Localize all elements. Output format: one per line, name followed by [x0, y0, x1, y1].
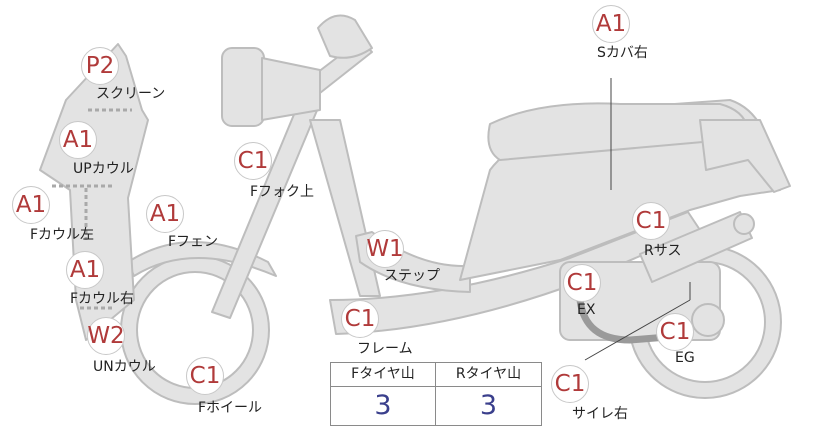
f-fork-upper-label: Fフォク上 [250, 184, 315, 200]
frame-label: フレーム [357, 341, 413, 357]
engine-label: EG [675, 350, 695, 366]
un-cowl-label: UNカウル [93, 359, 156, 375]
f-cowl-left-label: Fカウル左 [30, 227, 95, 243]
f-fender-grade-badge: A1 [146, 195, 184, 233]
f-wheel-label: Fホイール [198, 400, 263, 416]
screen-grade-badge: P2 [81, 47, 119, 85]
frame-grade-badge: C1 [341, 300, 379, 338]
up-cowl-label: UPカウル [73, 161, 134, 177]
engine-grade-badge: C1 [656, 313, 694, 351]
f-fender-label: Fフェン [168, 234, 219, 250]
screen-label: スクリーン [96, 86, 166, 102]
exhaust-grade-badge: C1 [563, 264, 601, 302]
step-grade-badge: W1 [366, 230, 404, 268]
f-cowl-right-label: Fカウル右 [70, 291, 135, 307]
rear-tire-value: 3 [479, 390, 498, 421]
s-cover-right-grade-badge: A1 [592, 5, 630, 43]
front-tire-header: Fタイヤ山 [331, 363, 435, 387]
up-cowl-grade-badge: A1 [59, 121, 97, 159]
headlight [221, 47, 265, 127]
f-cowl-right-grade-badge: A1 [66, 251, 104, 289]
rear-tire-header: Rタイヤ山 [436, 363, 541, 387]
step-label: ステップ [384, 268, 440, 284]
rear-tire-column: Rタイヤ山 3 [436, 363, 541, 425]
tire-tread-table: Fタイヤ山 3 Rタイヤ山 3 [330, 362, 542, 426]
seat [487, 102, 750, 161]
muffler-right-grade-badge: C1 [551, 365, 589, 403]
muffler-right-label: サイレ右 [572, 406, 628, 422]
f-fork-upper-grade-badge: C1 [234, 142, 272, 180]
f-cowl-left-grade-badge: A1 [12, 186, 50, 224]
r-suspension-grade-badge: C1 [632, 202, 670, 240]
front-tire-value: 3 [374, 390, 392, 421]
s-cover-right-label: Sカバ右 [597, 45, 648, 61]
un-cowl-grade-badge: W2 [87, 317, 125, 355]
front-fork [211, 99, 319, 319]
exhaust-label: EX [577, 302, 596, 318]
rear-shock [639, 211, 753, 283]
r-suspension-label: Rサス [644, 243, 682, 259]
front-tire-column: Fタイヤ山 3 [331, 363, 436, 425]
exhaust-pipe [576, 299, 681, 344]
f-wheel-grade-badge: C1 [186, 357, 224, 395]
